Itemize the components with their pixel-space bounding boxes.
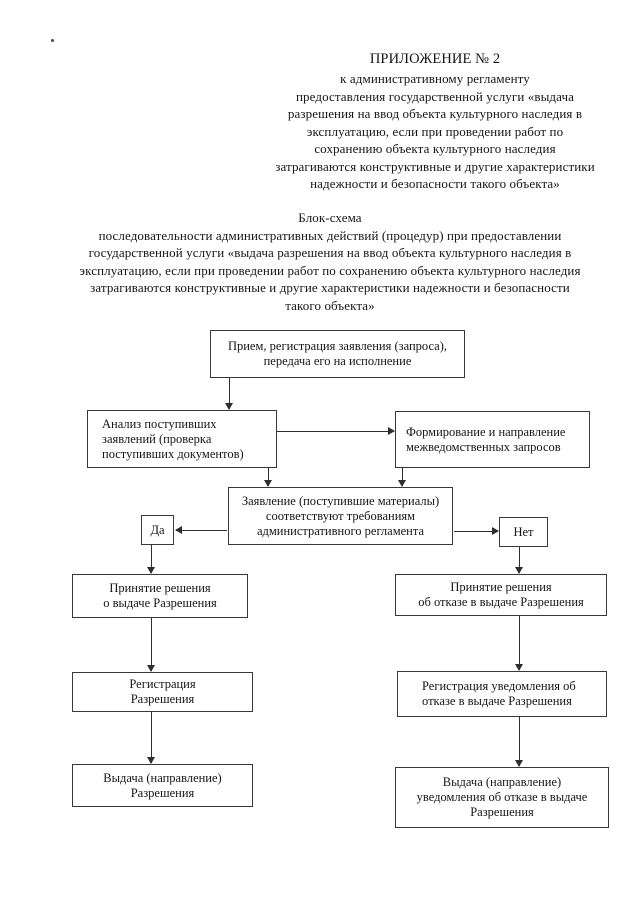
arrow-register-refusal-to-issue-refusal <box>515 717 524 767</box>
scheme-title: Блок-схема <box>298 210 362 225</box>
scheme-title-line: последовательности административных дейс… <box>98 227 562 243</box>
flow-node-decide-issue: Принятие решения о выдаче Разрешения <box>72 574 248 618</box>
scheme-title-line: государственной услуги «выдача разрешени… <box>88 245 572 260</box>
flow-node-interagency: Формирование и направление межведомствен… <box>395 411 590 468</box>
flow-node-no: Нет <box>499 517 548 547</box>
arrow-interagency-to-decision <box>398 468 407 487</box>
scheme-title-line: эксплуатацию, если при проведении работ … <box>79 262 581 278</box>
flow-node-analyze: Анализ поступивших заявлений (проверка п… <box>87 410 277 468</box>
appendix-header-line: разрешения на ввод объекта культурного н… <box>287 106 583 121</box>
appendix-header-line: к административному регламенту <box>340 71 530 86</box>
arrow-decide-refuse-to-register-refusal <box>515 616 524 671</box>
flow-node-decide-refuse: Принятие решения об отказе в выдаче Разр… <box>395 574 607 616</box>
scheme-title-line: затрагиваются конструктивные и другие ха… <box>90 280 570 295</box>
arrow-decision-to-no <box>454 527 499 536</box>
arrow-analyze-to-interagency <box>277 427 395 436</box>
flow-node-issue-permit: Выдача (направление) Разрешения <box>72 764 253 807</box>
arrow-decision-to-yes <box>175 526 227 535</box>
appendix-header: ПРИЛОЖЕНИЕ № 2 к административному регла… <box>225 50 640 193</box>
flow-node-issue-refusal: Выдача (направление) уведомления об отка… <box>395 767 609 828</box>
appendix-title: ПРИЛОЖЕНИЕ № 2 <box>369 51 501 67</box>
flow-node-register-permit: Регистрация Разрешения <box>72 672 253 712</box>
scheme-title-block: Блок-схема последовательности администра… <box>55 209 605 314</box>
arrow-analyze-to-decision <box>264 468 273 487</box>
flow-node-receive: Прием, регистрация заявления (запроса), … <box>210 330 465 378</box>
arrow-receive-to-analyze <box>225 378 234 410</box>
appendix-header-line: надежности и безопасности такого объекта… <box>310 176 560 191</box>
scheme-title-line: такого объекта» <box>285 297 375 313</box>
appendix-header-line: затрагиваются конструктивные и другие ха… <box>275 158 595 174</box>
arrow-register-permit-to-issue-permit <box>147 712 156 764</box>
arrow-yes-to-decide-issue <box>147 545 156 574</box>
flow-node-yes: Да <box>141 515 174 545</box>
arrow-decide-issue-to-register-permit <box>147 618 156 672</box>
appendix-header-line: эксплуатацию, если при проведении работ … <box>306 123 564 139</box>
flow-node-decision: Заявление (поступившие материалы) соотве… <box>228 487 453 545</box>
appendix-header-line: предоставления государственной услуги «в… <box>296 88 574 104</box>
arrow-no-to-decide-refuse <box>515 547 524 574</box>
scan-artifact-dot <box>51 39 54 42</box>
appendix-header-line: сохранению объекта культурного наследия <box>314 141 556 156</box>
flow-node-register-refusal: Регистрация уведомления об отказе в выда… <box>397 671 607 717</box>
